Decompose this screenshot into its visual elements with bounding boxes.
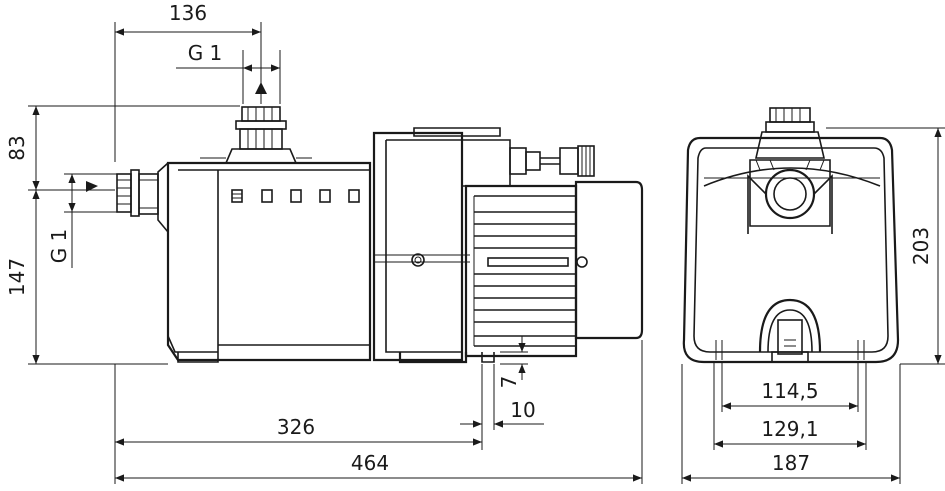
dim-hole-spacing-outer: 129,1 (761, 417, 818, 441)
pump-housing (157, 161, 372, 363)
dim-base-height: 7 (497, 376, 521, 389)
inlet-flow-arrow-icon (86, 181, 98, 192)
side-view: 136 G 1 83 147 G 1 7 10 (5, 1, 644, 484)
dim-outlet-offset: 136 (169, 1, 207, 25)
dim-inlet-thread: G 1 (47, 229, 71, 264)
pump-foot (481, 352, 495, 363)
dim-total-length: 464 (351, 451, 389, 475)
dim-inlet-height: 147 (5, 258, 29, 296)
dim-foot-width: 10 (510, 398, 535, 422)
outlet-connection (200, 106, 312, 164)
end-view-outline (682, 136, 900, 364)
dim-total-width: 187 (772, 451, 810, 475)
dim-outlet-thread: G 1 (188, 41, 223, 65)
dim-total-height: 203 (909, 227, 933, 265)
end-view: 203 114,5 129,1 187 (681, 107, 945, 484)
dim-foot-distance: 326 (277, 415, 315, 439)
inlet-connection (116, 169, 159, 217)
motor-fins (464, 184, 588, 358)
fan-cover (574, 180, 644, 340)
dim-hole-spacing-inner: 114,5 (761, 379, 818, 403)
motor-terminal-section (372, 127, 595, 364)
dim-outlet-height: 83 (5, 135, 29, 160)
